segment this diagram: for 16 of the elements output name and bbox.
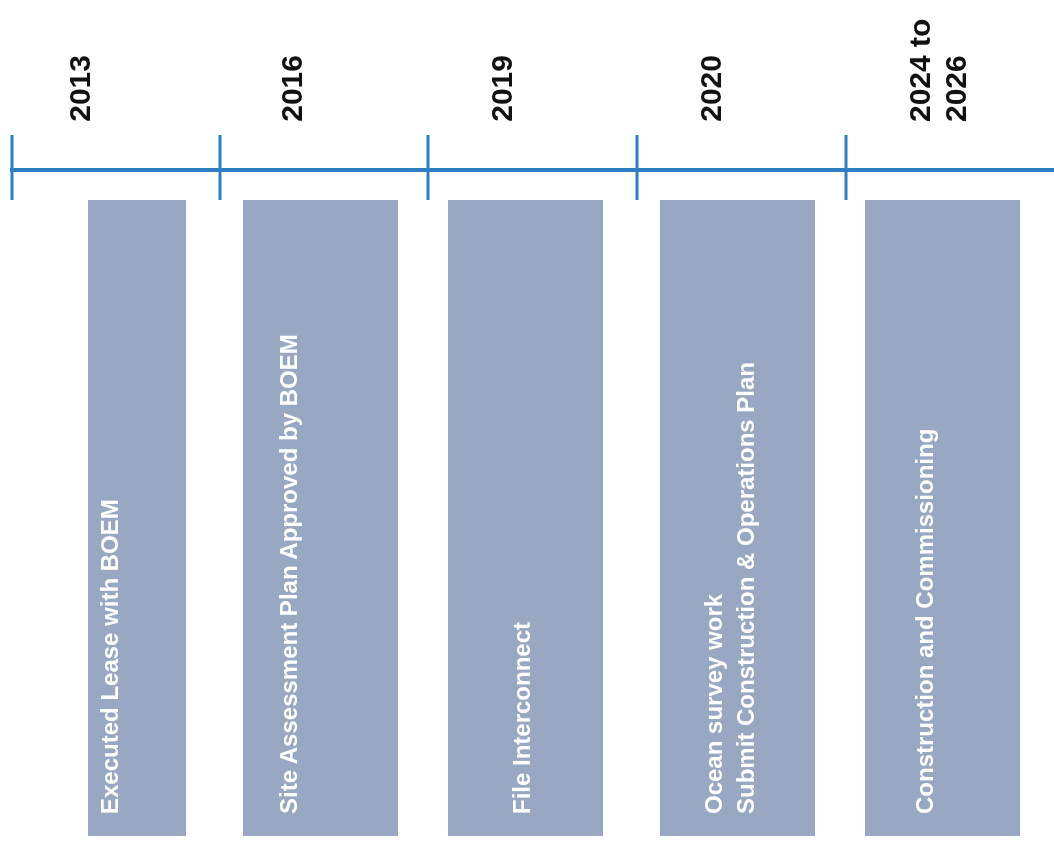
milestone-text: Submit Construction & Operations Plan <box>731 360 760 814</box>
milestone-box <box>243 200 398 836</box>
milestone-text: Site Assessment Plan Approved by BOEM <box>274 333 303 814</box>
milestone-box <box>865 200 1020 836</box>
milestone-box <box>448 200 603 836</box>
milestone-text: Ocean survey work <box>699 592 728 814</box>
year-label: 2016 <box>274 55 309 122</box>
milestone-box <box>88 200 186 836</box>
milestone-box <box>660 200 815 836</box>
year-label: 2013 <box>62 55 97 122</box>
milestone-text: File Interconnect <box>507 620 536 814</box>
milestone-text: Construction and Commissioning <box>910 427 939 814</box>
milestone-text: Executed Lease with BOEM <box>95 498 124 814</box>
year-label: 2020 <box>693 55 728 122</box>
year-label: 2019 <box>484 55 519 122</box>
year-label: 2024 to 2026 <box>902 17 973 122</box>
